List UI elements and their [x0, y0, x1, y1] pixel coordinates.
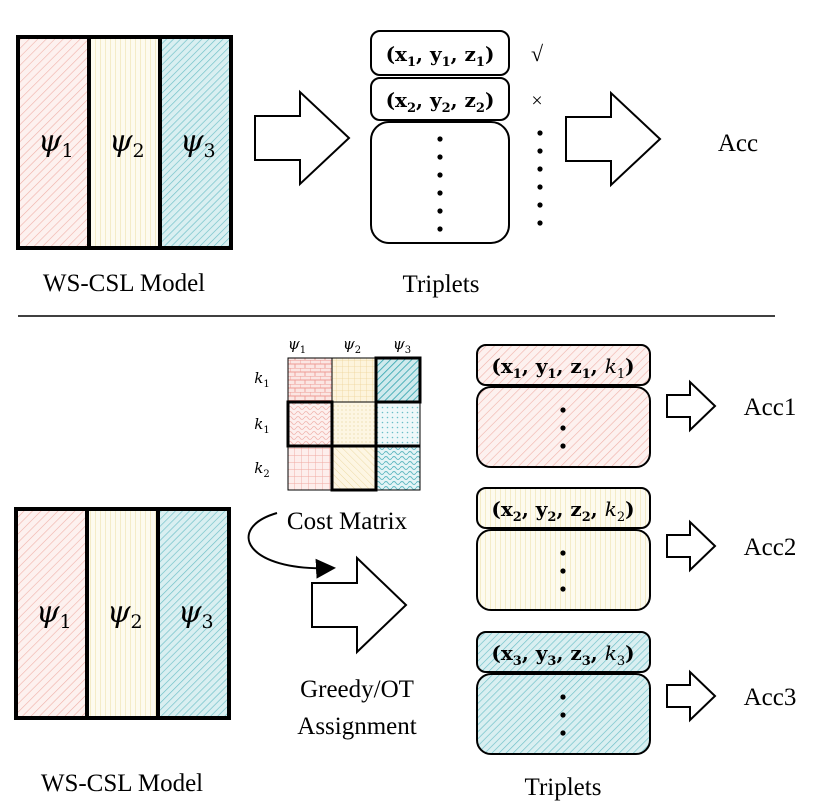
cm-cell-3-1 — [288, 446, 332, 490]
top-triplet-rest — [370, 121, 510, 244]
bottom-model-block: ψ1 ψ2 ψ3 — [14, 507, 231, 720]
cm-cell-1-1 — [288, 358, 332, 402]
group-1-arrow — [666, 379, 717, 433]
top-triplet-row-1 — [370, 30, 510, 76]
cost-matrix-caption: Cost Matrix — [287, 508, 408, 535]
top-mark-2: × — [531, 90, 542, 112]
top-model-col-3 — [160, 37, 231, 248]
group-1: (x1, y1, z1, k1) Acc1 — [476, 344, 797, 468]
bottom-psi-3: ψ3 — [178, 595, 214, 633]
cm-cell-3-3 — [376, 446, 420, 490]
top-mark-1: √ — [531, 41, 544, 66]
top-triplets-caption: Triplets — [403, 271, 480, 298]
group-3-result: Acc3 — [744, 684, 797, 711]
group-3: (x3, y3, z3, k3) Acc3 — [476, 631, 797, 755]
top-model-col-1 — [18, 37, 89, 248]
top-arrow-2 — [565, 90, 662, 188]
group-2-arrow — [666, 519, 717, 573]
top-result: Acc — [718, 130, 758, 157]
top-arrow-1 — [254, 89, 351, 187]
cm-cell-2-3 — [376, 402, 420, 446]
bottom-triplets-caption: Triplets — [525, 774, 602, 801]
group-2-header — [476, 487, 651, 529]
bottom-psi-2: ψ2 — [107, 595, 143, 633]
top-triplet-dots — [437, 136, 443, 232]
top-section: ψ1 ψ2 ψ3 WS-CSL Model (x1, y1, z1) √ (x2… — [16, 30, 758, 298]
cm-row-label-1: k1 — [254, 369, 269, 390]
cm-cell-1-2 — [332, 358, 376, 402]
cost-matrix: ψ1 ψ2 ψ3 k1 k1 k2 — [254, 335, 422, 492]
cm-cell-1-3 — [376, 358, 420, 402]
cm-cell-2-1 — [288, 402, 332, 446]
bottom-model-col-3 — [158, 509, 229, 718]
group-1-header — [476, 344, 651, 386]
cm-col-label-2: ψ2 — [343, 335, 361, 356]
bottom-section: ψ1 ψ2 ψ3 WS-CSL Model ψ1 ψ2 ψ3 k1 k1 k2 — [14, 335, 797, 801]
bottom-model-col-2 — [87, 509, 158, 718]
cm-row-label-3: k2 — [254, 459, 269, 480]
top-triplet-row-2 — [370, 77, 510, 121]
assignment-label-1: Greedy/OT — [300, 676, 414, 703]
top-model-block: ψ1 ψ2 ψ3 — [16, 35, 233, 250]
cm-col-label-3: ψ3 — [393, 335, 411, 356]
assignment-arrow — [311, 555, 408, 655]
group-2: (x2, y2, z2, k2) Acc2 — [476, 487, 797, 611]
assignment-label-2: Assignment — [297, 713, 417, 740]
cm-cell-2-2 — [332, 402, 376, 446]
top-psi-2: ψ2 — [109, 124, 145, 162]
group-3-arrow — [666, 669, 717, 723]
top-model-col-2 — [89, 37, 160, 248]
bottom-psi-1: ψ1 — [36, 595, 72, 633]
group-3-header — [476, 631, 651, 673]
cm-row-label-2: k1 — [254, 415, 269, 436]
svg-text:(x2, y2, z2, k2): (x2, y2, z2, k2) — [491, 497, 634, 525]
curved-arrow — [247, 512, 336, 579]
top-model-caption: WS-CSL Model — [43, 270, 205, 297]
cm-cell-3-2 — [332, 446, 376, 490]
bottom-model-col-1 — [16, 509, 87, 718]
cm-col-label-1: ψ1 — [288, 335, 306, 356]
top-psi-3: ψ3 — [180, 124, 216, 162]
svg-text:(x1, y1, z1): (x1, y1, z1) — [386, 42, 495, 70]
top-psi-1: ψ1 — [38, 124, 74, 162]
group-2-result: Acc2 — [744, 534, 797, 561]
top-mark-dots — [537, 130, 543, 226]
svg-text:(x1, y1, z1, k1): (x1, y1, z1, k1) — [491, 354, 634, 382]
bottom-model-caption: WS-CSL Model — [41, 770, 203, 797]
top-triplets: (x1, y1, z1) √ (x2, y2, z2) × — [370, 30, 544, 244]
group-1-result: Acc1 — [744, 394, 797, 421]
